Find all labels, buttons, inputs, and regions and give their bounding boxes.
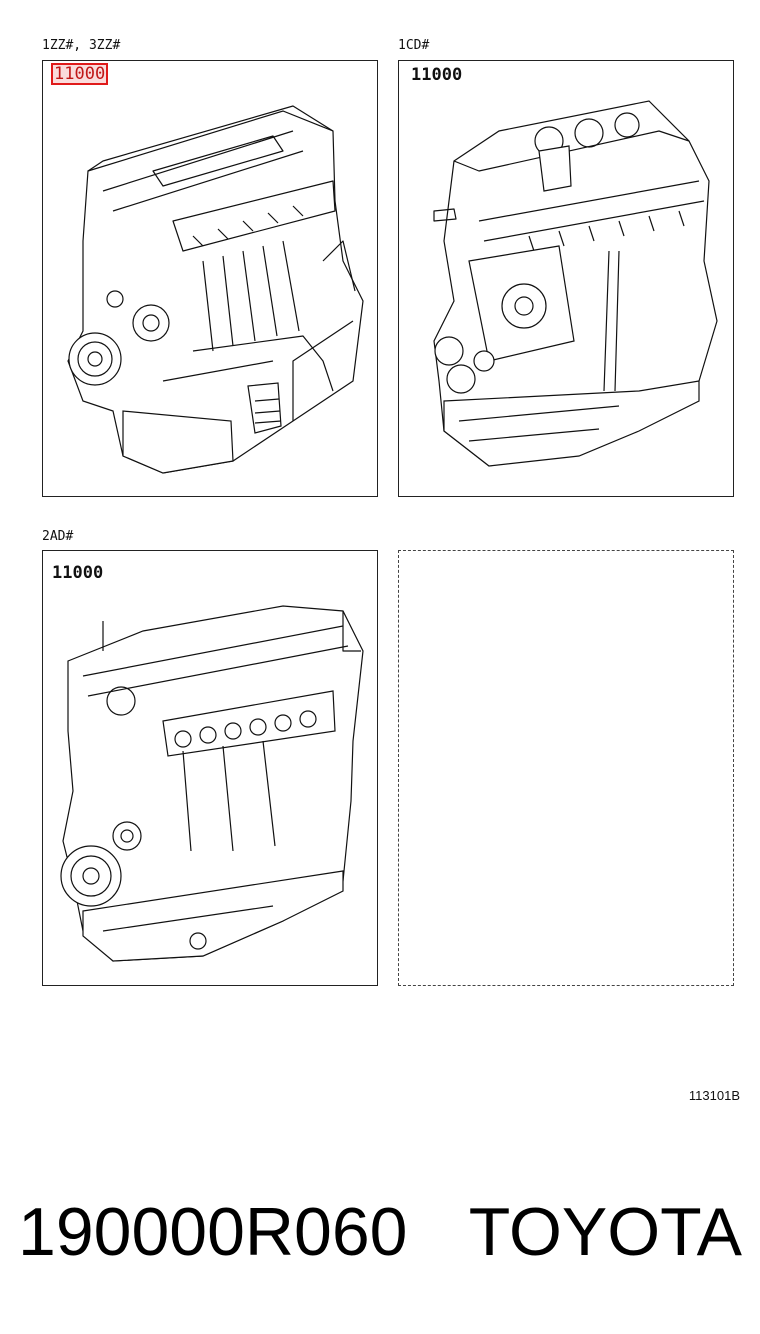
part-number-callout[interactable]: 11000 [52, 563, 104, 583]
diagram-panel-1cd: 11000 [398, 60, 734, 497]
illustration-reference: 113101B [688, 1088, 740, 1103]
engine-drawing-1cd [433, 100, 718, 467]
footer-brand: TOYOTA [468, 1194, 742, 1270]
engine-drawing-1zz [67, 105, 364, 474]
footer-part-number: 190000R060 [18, 1194, 408, 1270]
empty-diagram-panel [398, 550, 734, 986]
diagram-panel-2ad: 11000 [42, 550, 378, 986]
diagram-panel-1zz: 11000 [42, 60, 378, 497]
engine-label-1zz: 1ZZ#, 3ZZ# [42, 38, 121, 53]
part-number-callout[interactable]: 11000 [411, 65, 463, 85]
engine-label-2ad: 2AD# [42, 529, 74, 544]
part-number-callout-highlighted[interactable]: 11000 [51, 63, 109, 85]
engine-label-1cd: 1CD# [398, 38, 430, 53]
engine-drawing-2ad [60, 605, 364, 962]
